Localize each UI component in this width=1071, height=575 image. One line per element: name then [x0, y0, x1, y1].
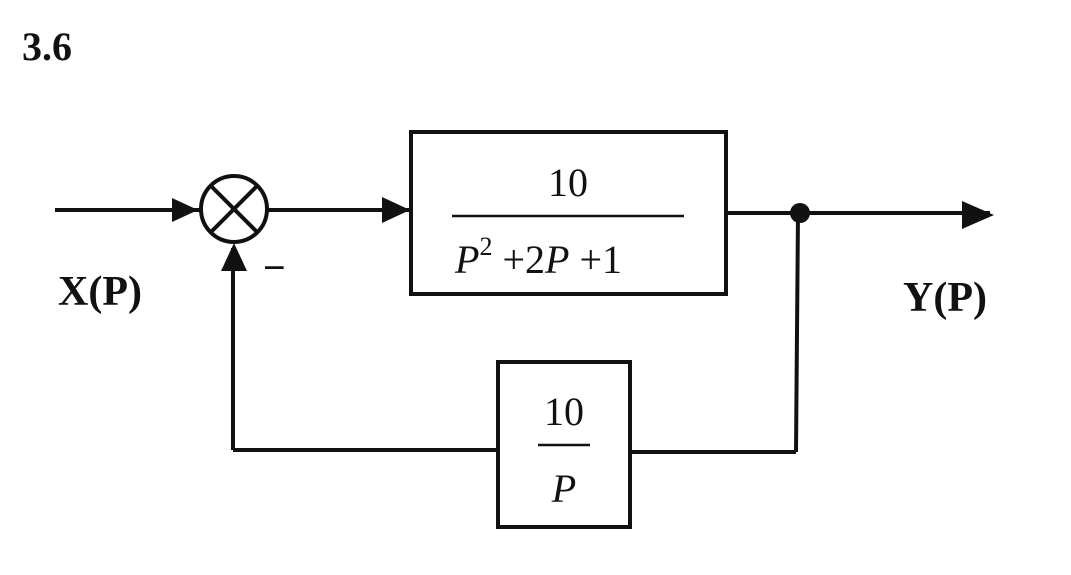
output-label: Y(P) [903, 275, 987, 321]
feedback-denominator: P [551, 466, 576, 511]
feedback-sign: − [263, 245, 286, 290]
feedback-numerator: 10 [544, 389, 584, 434]
problem-number: 3.6 [22, 24, 72, 69]
feedback-down-line [794, 212, 800, 453]
summing-junction [199, 174, 269, 244]
forward-block-arrowhead [382, 197, 410, 223]
forward-denominator: P2 +2P +1 [454, 232, 622, 282]
takeoff-point [790, 203, 810, 223]
input-label: X(P) [58, 269, 142, 315]
forward-numerator: 10 [548, 160, 588, 205]
output-arrowhead [962, 201, 994, 229]
input-arrowhead [172, 198, 198, 222]
feedback-block [496, 360, 632, 529]
feedback-arrowhead [221, 243, 247, 271]
